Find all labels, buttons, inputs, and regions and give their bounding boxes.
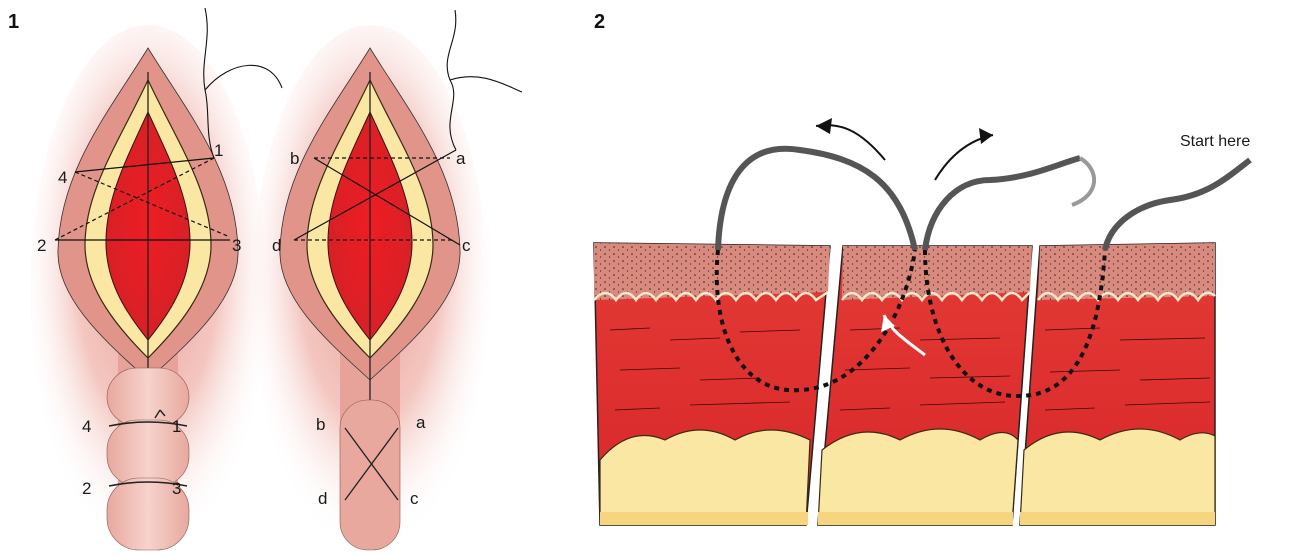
panel-1-number: 1 [8, 11, 19, 33]
suture-strand [718, 149, 915, 250]
panel-1-right-figure [252, 10, 522, 555]
label-3-bottom: 3 [172, 479, 181, 498]
label-c-bottom: c [410, 489, 419, 508]
start-here-label: Start here [1180, 133, 1250, 150]
label-2-top: 2 [37, 236, 46, 255]
label-3-top: 3 [232, 236, 241, 255]
label-1-bottom: 1 [172, 417, 181, 436]
needle [1072, 158, 1094, 205]
label-a-bottom: a [416, 413, 426, 432]
tissue-block-middle [818, 246, 1032, 525]
label-a-top: a [456, 149, 466, 168]
label-4-bottom: 4 [82, 417, 91, 436]
suture-strand [925, 158, 1080, 250]
label-1-top: 1 [214, 141, 223, 160]
label-b-top: b [290, 149, 299, 168]
panel-2-number: 2 [594, 11, 605, 33]
tissue-block-right [1020, 243, 1215, 525]
suture-strand [1105, 160, 1250, 250]
label-b-bottom: b [316, 415, 325, 434]
label-d-top: d [272, 236, 281, 255]
direction-arrow-head [979, 128, 993, 144]
label-c-top: c [462, 236, 471, 255]
panel-1-left-figure [30, 8, 282, 555]
label-2-bottom: 2 [82, 479, 91, 498]
direction-arrow [935, 135, 993, 180]
stump [340, 400, 400, 550]
label-4-top: 4 [58, 168, 67, 187]
tissue-block-left [594, 243, 830, 525]
label-d-bottom: d [318, 489, 327, 508]
direction-arrow-head [816, 118, 832, 134]
